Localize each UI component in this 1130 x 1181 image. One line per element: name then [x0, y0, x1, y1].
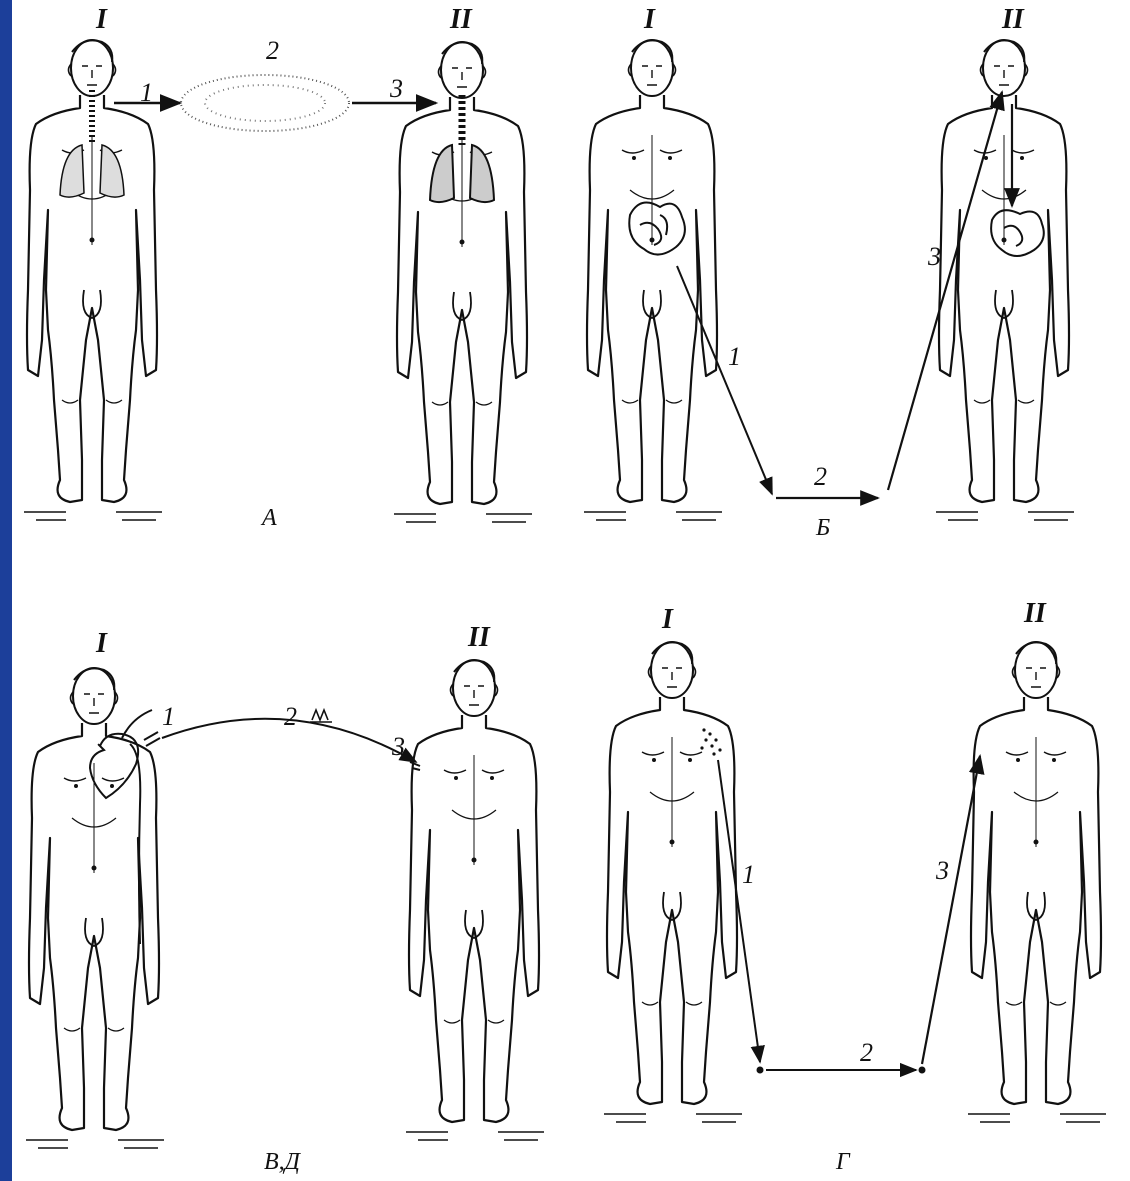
panel-v-recipient-figure [406, 660, 544, 1140]
panel-b-recipient-figure [936, 40, 1074, 520]
label-panel-b: Б [816, 516, 830, 540]
label-g-step-2: 2 [860, 1040, 873, 1066]
label-v-source: I [96, 630, 107, 658]
label-panel-v: В,Д [264, 1150, 300, 1174]
label-b-step-1: 1 [728, 344, 741, 370]
insect-vector-icon [310, 710, 332, 722]
label-a-source: I [96, 6, 107, 34]
skin-lesion-dots [700, 728, 721, 755]
panel-g-recipient-figure [968, 642, 1106, 1122]
intestine-source [629, 203, 685, 255]
label-b-step-2: 2 [814, 464, 827, 490]
aerosol-cloud [181, 75, 349, 131]
label-panel-g: Г [836, 1150, 850, 1174]
label-g-source: I [662, 606, 673, 634]
label-g-step-1: 1 [742, 862, 755, 888]
label-g-step-3: 3 [936, 858, 949, 884]
panel-v-source-figure [26, 668, 164, 1148]
label-v-step-1: 1 [162, 704, 175, 730]
label-b-step-3: 3 [928, 244, 941, 270]
label-a-recipient: II [450, 6, 472, 34]
heart-icon [90, 734, 138, 798]
intestine-recipient [991, 210, 1044, 256]
arrow-g-1 [718, 760, 760, 1062]
arrow-b-3 [888, 92, 1002, 490]
label-v-step-3: 3 [392, 734, 405, 760]
label-b-recipient: II [1002, 6, 1024, 34]
label-v-step-2: 2 [284, 704, 297, 730]
label-a-step-1: 1 [140, 80, 153, 106]
transmission-diagram [12, 0, 1130, 1181]
panel-g-source-figure [604, 642, 742, 1122]
diagram-canvas: I 2 II 1 3 А I II 1 2 3 Б I II 1 2 3 В,Д… [12, 0, 1130, 1181]
label-g-recipient: II [1024, 600, 1046, 628]
label-b-source: I [644, 6, 655, 34]
label-v-recipient: II [468, 624, 490, 652]
panel-b-source-figure [584, 40, 722, 520]
label-a-step-3: 3 [390, 76, 403, 102]
label-a-step-2: 2 [266, 38, 279, 64]
label-panel-a: А [262, 506, 277, 530]
